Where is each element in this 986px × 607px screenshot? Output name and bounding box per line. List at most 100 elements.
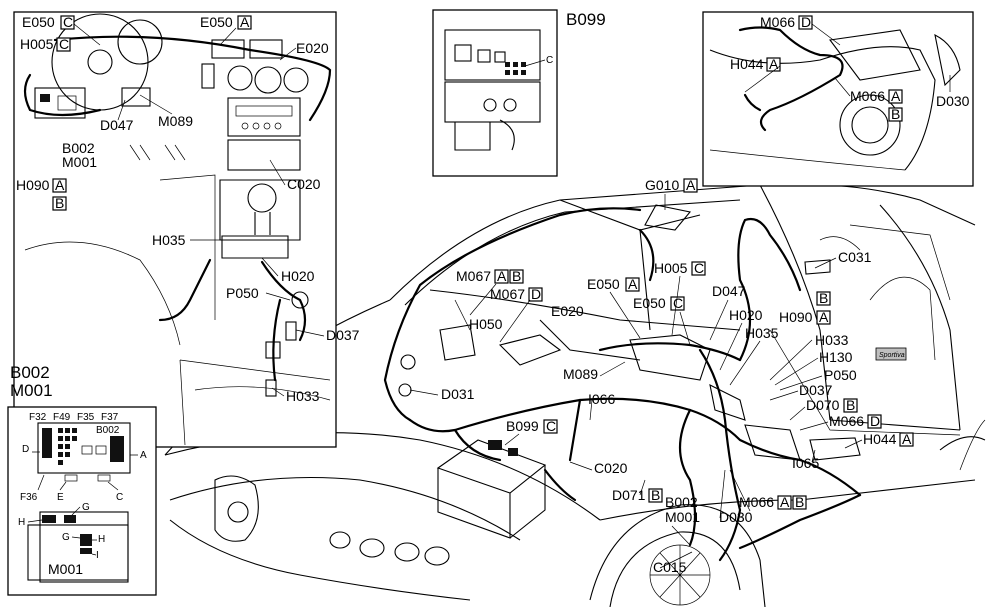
fusebox-h2: H [98, 534, 105, 545]
fuse-f37: F37 [101, 412, 119, 423]
label-b002: B002 [62, 140, 95, 156]
main-label-d047: D047 [712, 283, 746, 299]
label-m001: M001 [62, 154, 97, 170]
label-d047: D047 [100, 117, 134, 133]
inset-b099: B099 C [432, 9, 606, 177]
main-label-d037: D037 [799, 382, 833, 398]
inset-dashboard-labels: E050 C E050 A H005 C E020 D047 M089 B002… [16, 14, 360, 404]
fusebox-i: I [96, 550, 99, 561]
fusebox-g: G [82, 502, 90, 513]
main-label-d070b-suffix: B [846, 397, 855, 413]
label-h035: H035 [152, 232, 186, 248]
label-m089: M089 [158, 113, 193, 129]
inset-dashboard [13, 11, 337, 448]
main-view-labels: G010 A C031 M067 A B M067 D E050 A H005 … [409, 177, 914, 575]
fusebox-c: C [116, 492, 123, 503]
door-label-h044a-suffix: A [769, 56, 779, 72]
main-label-p050: P050 [824, 367, 857, 383]
door-label-m066ab-s2: B [891, 106, 900, 122]
main-label-h044a: H044 [863, 431, 897, 447]
door-badge-script: Sportiva [879, 352, 905, 359]
main-label-i065: I065 [792, 455, 819, 471]
fusebox-title-1: B002 [10, 363, 50, 382]
label-h090: H090 [16, 177, 50, 193]
main-label-d071b: D071 [612, 487, 646, 503]
label-h090-suffix-a: A [55, 177, 65, 193]
label-h033: H033 [286, 388, 320, 404]
main-label-e050a: E050 [587, 276, 620, 292]
main-label-d070b: D070 [806, 397, 840, 413]
main-label-h020: H020 [729, 307, 763, 323]
main-label-h050: H050 [469, 316, 503, 332]
main-label-g010-suffix: A [686, 177, 696, 193]
main-label-d030: D030 [719, 509, 753, 525]
inset-b099-title: B099 [566, 10, 606, 29]
label-e050c-suffix: C [63, 14, 73, 30]
fusebox-bottom-label: M001 [48, 561, 83, 577]
label-c020: C020 [287, 176, 321, 192]
door-label-m066ab-s1: A [891, 88, 901, 104]
main-label-b099c: B099 [506, 418, 539, 434]
main-label-m067d-suffix: D [531, 286, 541, 302]
main-label-e050c: E050 [633, 295, 666, 311]
main-label-e050c-suffix: C [673, 295, 683, 311]
label-h005c: H005 [20, 36, 54, 52]
main-label-b002: B002 [665, 494, 698, 510]
main-label-e050a-suffix: A [628, 276, 638, 292]
fuse-f32: F32 [29, 412, 47, 423]
main-label-h005c: H005 [654, 260, 688, 276]
inset-fusebox: B002 M001 F32 F49 F35 F37 B002 D A F36 E… [7, 363, 157, 596]
main-label-h033: H033 [815, 332, 849, 348]
fuse-f49: F49 [53, 412, 71, 423]
main-label-h005c-suffix: C [694, 260, 704, 276]
fusebox-e: E [57, 492, 64, 503]
main-label-d031: D031 [441, 386, 475, 402]
main-label-m066ab-s2: B [795, 494, 804, 510]
main-label-m066d: M066 [829, 413, 864, 429]
door-label-m066d: M066 [760, 14, 795, 30]
main-label-m067ab-s2: B [512, 268, 521, 284]
label-d037: D037 [326, 327, 360, 343]
main-label-c031: C031 [838, 249, 872, 265]
main-label-b-box: B [819, 290, 828, 306]
label-h090-suffix-b: B [55, 195, 64, 211]
label-h020: H020 [281, 268, 315, 284]
main-label-g010: G010 [645, 177, 679, 193]
door-label-m066ab: M066 [850, 88, 885, 104]
main-label-e020: E020 [551, 303, 584, 319]
fusebox-h: H [18, 517, 25, 528]
main-label-m067ab-s1: A [497, 268, 507, 284]
label-e050a: E050 [200, 14, 233, 30]
main-label-m067d: M067 [490, 286, 525, 302]
main-label-m067ab: M067 [456, 268, 491, 284]
inset-door: M066 D H044 A M066 A B D030 [702, 11, 974, 187]
main-label-i066: I066 [588, 391, 615, 407]
main-label-h044a-suffix: A [902, 431, 912, 447]
label-e020: E020 [296, 40, 329, 56]
fuse-f35: F35 [77, 412, 95, 423]
label-e050c: E050 [22, 14, 55, 30]
door-label-d030: D030 [936, 93, 970, 109]
door-label-h044a: H044 [730, 56, 764, 72]
fusebox-title-2: M001 [10, 381, 53, 400]
fusebox-g2: G [62, 532, 70, 543]
fusebox-side-a: A [140, 450, 147, 461]
main-label-c020: C020 [594, 460, 628, 476]
fusebox-f36: F36 [20, 492, 38, 503]
label-e050a-suffix: A [240, 14, 250, 30]
main-label-d071b-suffix: B [651, 487, 660, 503]
main-label-m089: M089 [563, 366, 598, 382]
door-label-m066d-suffix: D [801, 14, 811, 30]
main-wiring-harness [383, 204, 862, 562]
label-p050: P050 [226, 285, 259, 301]
main-label-m066ab: M066 [739, 494, 774, 510]
inset-b099-connector: C [546, 55, 553, 66]
main-label-h090a-suffix: A [819, 309, 829, 325]
main-label-h035: H035 [745, 325, 779, 341]
main-label-m066d-suffix: D [870, 413, 880, 429]
fusebox-inner-label: B002 [96, 425, 120, 436]
main-label-h130: H130 [819, 349, 853, 365]
main-label-c015: C015 [653, 559, 687, 575]
